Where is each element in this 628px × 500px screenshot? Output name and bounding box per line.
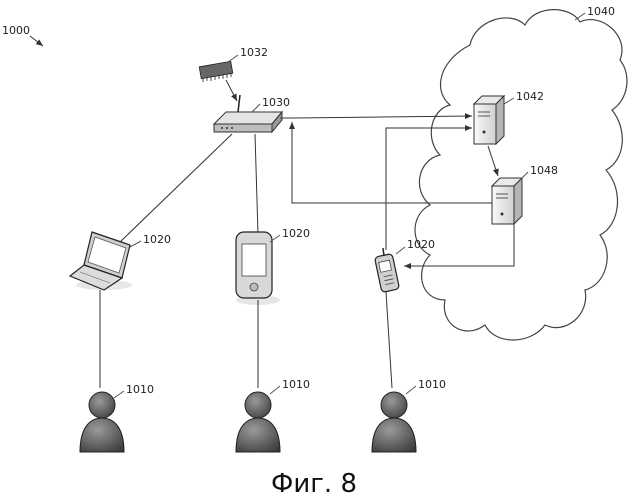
server-1048-icon [492,178,522,224]
chip-leader [228,55,238,62]
router-leader [252,104,260,112]
chip-to-router-arrow [226,80,237,101]
cloud-leader [575,13,585,20]
laptop-ref-label: 1020 [143,233,171,246]
user-right-icon [372,392,416,452]
router-ref-label: 1030 [262,96,290,109]
cloud-network [415,10,627,340]
user-middle-ref-label: 1010 [282,378,310,391]
user-left-leader [114,391,124,398]
system-ref-label: 1000 [2,24,30,37]
router-laptop-line [120,134,232,242]
figure-caption: Фиг. 8 [271,469,357,499]
user-left-icon [80,392,124,452]
user-middle-icon [236,392,280,452]
cloud-ref-label: 1040 [587,5,615,18]
chip-ref-label: 1032 [240,46,268,59]
user-middle-leader [270,386,280,394]
server-1048-ref-label: 1048 [530,164,558,177]
user-right-leader [406,386,416,394]
router-pda-line [255,134,258,234]
server-1042-icon [474,96,504,144]
laptop-leader [130,241,141,247]
phone-ref-label: 1020 [407,238,435,251]
phone-leader [396,247,405,254]
system-ref-arrow [30,36,43,46]
laptop-icon [70,232,132,290]
phone-icon [374,248,399,292]
phone-user-line [386,292,392,388]
pda-ref-label: 1020 [282,227,310,240]
user-right-ref-label: 1010 [418,378,446,391]
user-left-ref-label: 1010 [126,383,154,396]
chip-icon [199,61,233,82]
pda-icon [236,232,280,305]
server-1042-ref-label: 1042 [516,90,544,103]
